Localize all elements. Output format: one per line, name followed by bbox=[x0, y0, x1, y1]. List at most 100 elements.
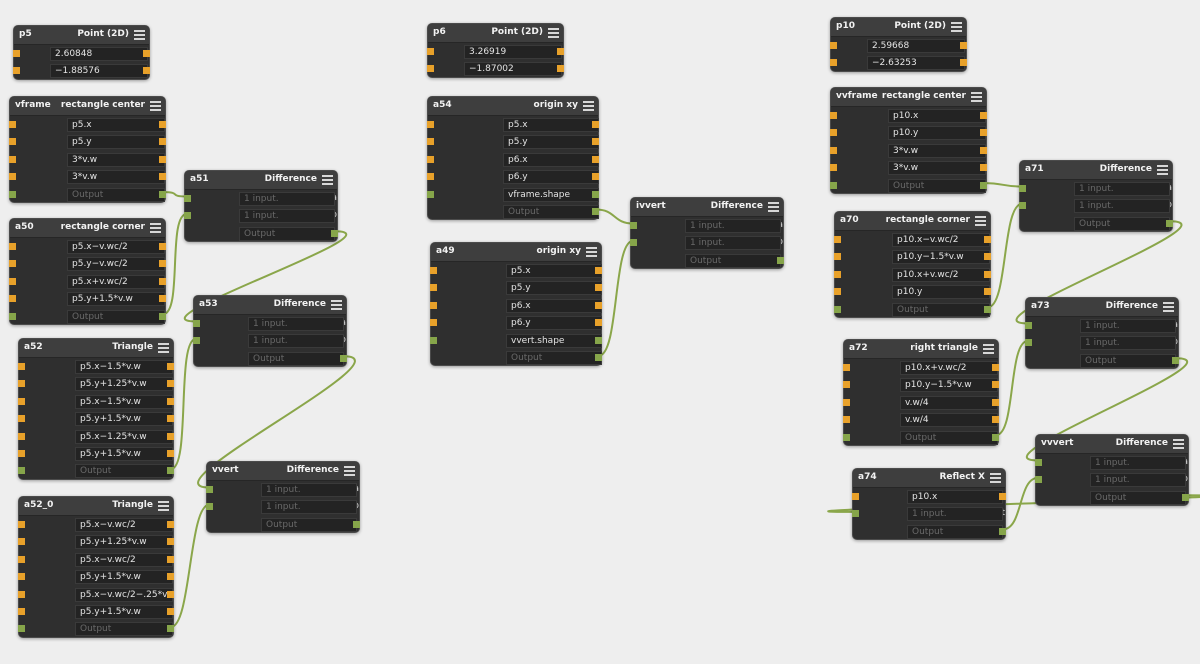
output-field[interactable]: Output bbox=[888, 178, 986, 193]
output-port[interactable] bbox=[1182, 493, 1189, 501]
input-port[interactable] bbox=[184, 212, 191, 220]
output-port[interactable] bbox=[159, 295, 166, 303]
input-port[interactable] bbox=[430, 301, 437, 309]
output-port[interactable] bbox=[167, 415, 174, 423]
output-port[interactable] bbox=[167, 467, 174, 475]
output-port[interactable] bbox=[143, 67, 150, 75]
output-field[interactable]: Output bbox=[685, 253, 781, 268]
value-field[interactable]: p5.y bbox=[67, 135, 165, 150]
input-port[interactable] bbox=[206, 503, 213, 511]
input-port[interactable] bbox=[427, 138, 434, 146]
value-field[interactable]: p5.y+1.5*v.w bbox=[75, 412, 173, 427]
input-port[interactable] bbox=[830, 164, 837, 172]
value-field[interactable]: p10.y−1.5*v.w bbox=[892, 250, 990, 265]
input-port[interactable] bbox=[843, 433, 850, 441]
input-port[interactable] bbox=[9, 155, 16, 163]
input-port[interactable] bbox=[843, 364, 850, 371]
output-port[interactable] bbox=[167, 363, 174, 370]
value-field[interactable]: p10.y bbox=[892, 285, 990, 300]
output-port[interactable] bbox=[592, 138, 599, 146]
value-field[interactable]: p5.x−1.25*v.w bbox=[75, 429, 173, 444]
output-field[interactable]: Output bbox=[239, 226, 335, 241]
input-port[interactable] bbox=[184, 195, 191, 202]
output-port[interactable] bbox=[340, 354, 347, 362]
input-port[interactable] bbox=[630, 239, 637, 247]
value-field[interactable]: v.w/4 bbox=[900, 413, 998, 428]
output-port[interactable] bbox=[960, 59, 967, 67]
menu-icon[interactable] bbox=[983, 344, 994, 354]
menu-icon[interactable] bbox=[1173, 439, 1184, 449]
output-field[interactable]: 1 input. bbox=[239, 192, 335, 206]
input-port[interactable] bbox=[18, 449, 25, 457]
value-field[interactable]: p5.y+1.5*v.w bbox=[75, 604, 173, 619]
output-port[interactable] bbox=[984, 253, 991, 261]
output-port[interactable] bbox=[167, 521, 174, 528]
input-port[interactable] bbox=[9, 243, 16, 250]
value-field[interactable]: p6.y bbox=[503, 170, 599, 185]
value-field[interactable]: −2.63253 bbox=[867, 56, 965, 71]
menu-icon[interactable] bbox=[331, 300, 342, 310]
output-port[interactable] bbox=[592, 121, 599, 128]
output-port[interactable] bbox=[992, 433, 999, 441]
value-field[interactable]: p5.x−1.5*v.w bbox=[75, 360, 173, 374]
output-port[interactable] bbox=[984, 236, 991, 243]
input-port[interactable] bbox=[843, 398, 850, 406]
input-port[interactable] bbox=[18, 380, 25, 388]
menu-icon[interactable] bbox=[975, 216, 986, 226]
value-field[interactable]: 3*v.w bbox=[67, 170, 165, 185]
output-field[interactable]: Output bbox=[907, 524, 1003, 539]
output-port[interactable] bbox=[984, 305, 991, 313]
output-port[interactable] bbox=[159, 138, 166, 146]
output-field[interactable]: Output bbox=[261, 517, 357, 532]
output-field[interactable]: Output bbox=[75, 622, 173, 637]
output-port[interactable] bbox=[167, 590, 174, 598]
node-a73[interactable]: a73Differencea1 input.b1 input.shapeOutp… bbox=[1025, 297, 1179, 370]
input-port[interactable] bbox=[18, 521, 25, 528]
output-port[interactable] bbox=[1166, 219, 1173, 227]
output-field[interactable]: 1 input. bbox=[261, 483, 357, 497]
input-port[interactable] bbox=[427, 173, 434, 181]
input-port[interactable] bbox=[830, 112, 837, 119]
output-port[interactable] bbox=[595, 336, 602, 344]
output-port[interactable] bbox=[167, 380, 174, 388]
input-port[interactable] bbox=[18, 432, 25, 440]
output-field[interactable]: Output bbox=[67, 187, 165, 202]
output-port[interactable] bbox=[592, 207, 599, 215]
value-field[interactable]: p10.y−1.5*v.w bbox=[900, 378, 998, 393]
value-field[interactable]: p10.x bbox=[907, 490, 1003, 504]
input-port[interactable] bbox=[18, 415, 25, 423]
input-port[interactable] bbox=[430, 284, 437, 292]
output-port[interactable] bbox=[167, 573, 174, 581]
output-field[interactable]: Output bbox=[892, 302, 990, 317]
output-port[interactable] bbox=[595, 284, 602, 292]
output-field[interactable]: 1 input. bbox=[1090, 473, 1186, 488]
input-port[interactable] bbox=[9, 277, 16, 285]
input-port[interactable] bbox=[830, 42, 837, 49]
menu-icon[interactable] bbox=[586, 247, 597, 257]
input-port[interactable] bbox=[206, 486, 213, 493]
input-port[interactable] bbox=[9, 138, 16, 146]
value-field[interactable]: vframe.shape bbox=[503, 187, 599, 202]
output-port[interactable] bbox=[159, 243, 166, 250]
value-field[interactable]: p5.x bbox=[67, 118, 165, 132]
output-port[interactable] bbox=[595, 353, 602, 361]
menu-icon[interactable] bbox=[951, 22, 962, 32]
input-port[interactable] bbox=[18, 467, 25, 475]
output-port[interactable] bbox=[992, 398, 999, 406]
input-port[interactable] bbox=[630, 222, 637, 229]
value-field[interactable]: p5.y bbox=[506, 281, 602, 296]
output-port[interactable] bbox=[557, 65, 564, 73]
output-field[interactable]: Output bbox=[900, 430, 998, 445]
input-port[interactable] bbox=[830, 129, 837, 137]
value-field[interactable]: p5.y bbox=[503, 135, 599, 150]
input-port[interactable] bbox=[9, 121, 16, 128]
